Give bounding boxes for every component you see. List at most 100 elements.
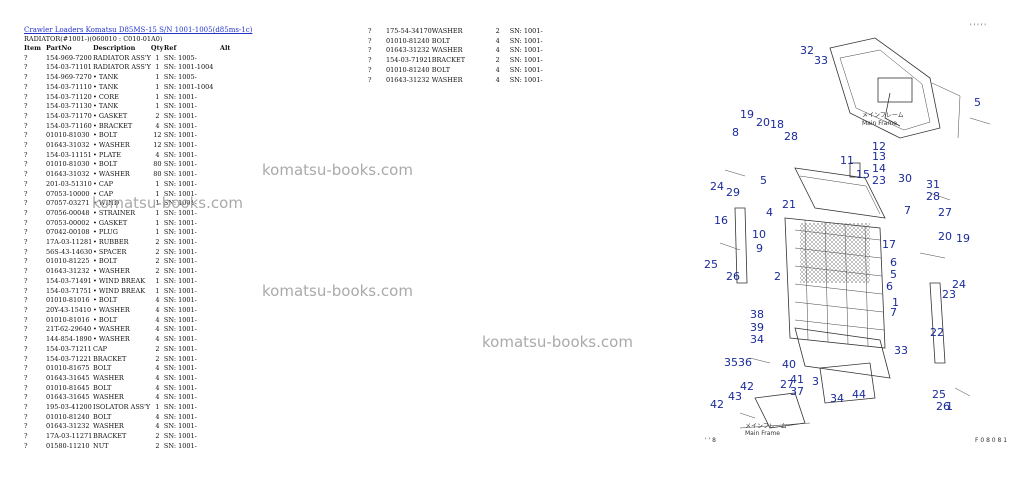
partno-cell: 01010-81016	[46, 296, 90, 305]
col-alt: Alt	[219, 44, 231, 52]
item-cell: ?	[24, 315, 28, 324]
item-cell: ?	[24, 63, 28, 72]
qty-cell: 4	[155, 315, 160, 324]
partno-cell: 154-03-71120	[46, 92, 92, 101]
item-cell: ?	[368, 36, 372, 45]
item-cell: ?	[368, 27, 372, 35]
callout-number: 18	[770, 118, 784, 131]
parts-table-left: Item PartNo Description Qty Ref Alt ?154…	[24, 44, 240, 452]
item-cell: ?	[24, 432, 28, 441]
qty-cell: 1	[155, 208, 160, 217]
partno-cell: 01643-31232	[386, 46, 430, 55]
radiator-exploded-diagram: ' ' ' ' ' メインフレーム Main Frame	[704, 23, 1007, 444]
ref-cell: SN: 1001-	[163, 432, 197, 441]
item-cell: ?	[24, 82, 28, 91]
callout-number: 20	[938, 230, 952, 243]
item-cell: ?	[24, 364, 28, 373]
partno-cell: 154-03-71491	[46, 276, 92, 285]
partno-cell: 144-854-1890	[46, 335, 92, 344]
ref-cell: SN: 1001-	[163, 373, 197, 382]
callout-number: 1	[946, 400, 953, 413]
qty-cell: 1	[155, 199, 160, 208]
callout-number: 27	[938, 206, 952, 219]
partno-cell: 17A-03-11271	[46, 432, 93, 441]
callout-number: 32	[800, 44, 814, 57]
description-cell: • WIND	[93, 199, 120, 208]
main-frame-label-jp: メインフレーム	[862, 112, 904, 119]
item-cell: ?	[24, 121, 28, 130]
item-cell: ?	[24, 111, 28, 120]
qty-cell: 4	[155, 373, 160, 382]
item-cell: ?	[24, 170, 28, 179]
qty-cell: 2	[155, 432, 160, 441]
partno-cell: 01010-81030	[46, 131, 90, 140]
qty-cell: 4	[155, 150, 160, 159]
description-cell: WASHER	[93, 422, 124, 431]
callout-number: 5	[890, 268, 897, 281]
partno-cell: 20Y-43-15410	[46, 305, 92, 314]
partno-cell: 154-03-71101	[46, 63, 92, 72]
qty-cell: 1	[155, 228, 160, 237]
ref-cell: SN: 1001-	[163, 276, 197, 285]
callout-number: 22	[930, 326, 944, 339]
breadcrumb-link[interactable]: Crawler Loaders Komatsu D85MS-15 S/N 100…	[24, 26, 253, 34]
callout-number: 39	[750, 321, 764, 334]
description-cell: • BOLT	[93, 131, 118, 140]
qty-cell: 2	[495, 27, 500, 35]
item-cell: ?	[24, 373, 28, 382]
partno-cell: 07056-00048	[46, 208, 90, 217]
description-cell: • WASHER	[93, 141, 130, 150]
ref-cell: SN: 1001-	[509, 36, 543, 45]
ref-cell: SN: 1001-	[163, 179, 197, 188]
ref-cell: SN: 1001-	[163, 228, 197, 237]
partno-cell: 07053-00002	[46, 218, 90, 227]
item-cell: ?	[24, 228, 28, 237]
ref-cell: SN: 1001-	[163, 189, 197, 198]
ref-cell: SN: 1001-	[163, 150, 197, 159]
diagram-footer-left: ' ' 8	[705, 437, 716, 444]
description-cell: BOLT	[431, 36, 451, 45]
description-cell: • BOLT	[93, 160, 118, 169]
description-cell: • TANK	[93, 82, 119, 91]
callout-number: 1	[892, 296, 899, 309]
partno-cell: 01010-81240	[386, 36, 430, 45]
item-cell: ?	[24, 199, 28, 208]
description-cell: WASHER	[431, 27, 463, 35]
table-header-row: Item PartNo Description Qty Ref Alt	[24, 44, 240, 54]
description-cell: • GASKET	[93, 111, 128, 120]
ref-cell: SN: 1001-	[163, 403, 197, 412]
item-cell: ?	[24, 208, 28, 217]
partno-cell: 01643-31232	[46, 267, 90, 276]
description-cell: • TANK	[93, 102, 119, 111]
ref-cell: SN: 1001-	[163, 335, 197, 344]
description-cell: • BRACKET	[93, 121, 133, 130]
callout-number: 30	[898, 172, 912, 185]
item-cell: ?	[24, 335, 28, 344]
callout-number: 19	[956, 232, 970, 245]
col-item: Item	[24, 44, 42, 52]
qty-cell: 4	[155, 412, 160, 421]
callout-number: 8	[732, 126, 739, 139]
qty-cell: 1	[155, 63, 160, 72]
item-cell: ?	[24, 131, 28, 140]
partno-cell: 154-03-71221	[46, 354, 92, 363]
